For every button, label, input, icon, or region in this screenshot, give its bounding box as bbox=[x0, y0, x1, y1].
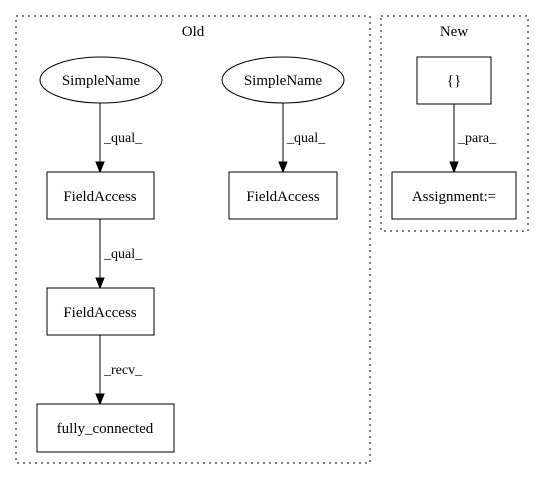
node-assignment[interactable]: Assignment:= bbox=[391, 171, 517, 220]
arrowhead bbox=[449, 161, 459, 174]
edge-simplename-to-fieldaccess-mid: _qual_ bbox=[95, 103, 143, 174]
node-fieldaccess-mid[interactable]: FieldAccess bbox=[46, 171, 155, 220]
cluster-old: Old bbox=[15, 15, 371, 464]
arrowhead bbox=[95, 277, 105, 290]
edge-simplename-to-fieldaccess-right: _qual_ bbox=[278, 103, 326, 174]
edge-label: _para_ bbox=[457, 131, 497, 146]
cluster-old-border bbox=[15, 15, 371, 464]
node-simplename-left[interactable]: SimpleName bbox=[39, 56, 163, 104]
node-label: Assignment:= bbox=[412, 189, 496, 205]
node-fieldaccess-low[interactable]: FieldAccess bbox=[46, 287, 155, 336]
node-label: FieldAccess bbox=[63, 189, 136, 205]
node-label: FieldAccess bbox=[246, 189, 319, 205]
cluster-old-label: Old bbox=[182, 24, 205, 40]
node-label: {} bbox=[447, 73, 461, 89]
edge-label: _qual_ bbox=[103, 131, 143, 146]
node-label: FieldAccess bbox=[63, 305, 136, 321]
edge-label: _recv_ bbox=[103, 363, 143, 378]
cluster-new-label: New bbox=[440, 24, 468, 40]
node-fully-connected[interactable]: fully_connected bbox=[36, 403, 175, 453]
node-fieldaccess-right[interactable]: FieldAccess bbox=[228, 171, 338, 220]
arrowhead bbox=[95, 393, 105, 406]
edge-fieldaccess-mid-to-fieldaccess-low: _qual_ bbox=[95, 219, 143, 290]
node-simplename-right[interactable]: SimpleName bbox=[221, 56, 345, 104]
node-label: SimpleName bbox=[62, 73, 141, 89]
node-label: SimpleName bbox=[244, 73, 323, 89]
edge-fieldaccess-low-to-fully-connected: _recv_ bbox=[95, 335, 143, 406]
arrowhead bbox=[95, 161, 105, 174]
edge-label: _qual_ bbox=[103, 247, 143, 262]
arrowhead bbox=[278, 161, 288, 174]
cluster-new: New bbox=[380, 15, 529, 232]
edge-label: _qual_ bbox=[286, 131, 326, 146]
node-braces[interactable]: {} bbox=[416, 56, 492, 105]
cluster-new-border bbox=[380, 15, 529, 232]
edge-braces-to-assignment: _para_ bbox=[449, 104, 497, 174]
node-label: fully_connected bbox=[57, 421, 154, 437]
